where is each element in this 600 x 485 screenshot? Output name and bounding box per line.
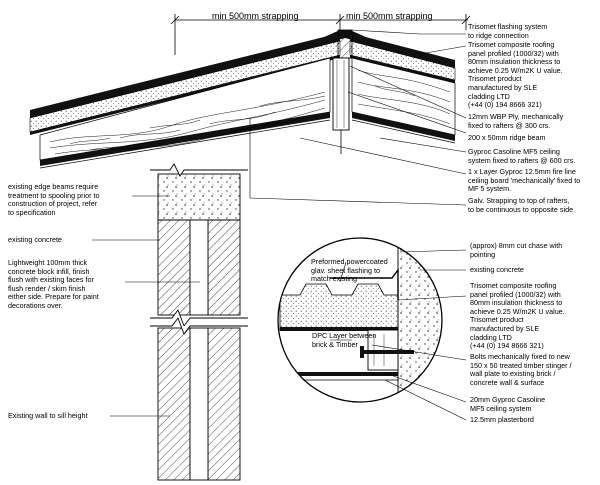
wbp-ply-note: 12mm WBP Ply, mechanically fixed to raft… xyxy=(468,112,564,130)
ceiling-system-note: Gyproc Casoline MF5 ceiling system fixed… xyxy=(468,147,576,165)
existing-concrete-note: existing concrete xyxy=(8,235,62,244)
block-infill-note: Lightweight 100mm thick concrete block i… xyxy=(8,258,99,310)
cut-chase-note: (approx) 8mm cut chase with pointing xyxy=(470,241,563,259)
detail-concrete-note: existing concrete xyxy=(470,265,524,274)
right-strapping-dimension: min 500mm strapping xyxy=(346,11,433,21)
left-strapping-dimension: min 500mm strapping xyxy=(212,11,299,21)
flashing-system-note: Trisomet flashing system to ridge connec… xyxy=(468,22,548,40)
ridge-beam-note: 200 x 50mm ridge beam xyxy=(468,133,546,142)
dpc-layer-note: DPC Layer between brick & Timber xyxy=(312,331,377,349)
powercoated-flashing-note: Preformed powercoated glav. sheet flashi… xyxy=(311,257,388,284)
composite-panel-note: Trisomet composite roofing panel profile… xyxy=(468,40,563,110)
fire-board-note: 1 x Layer Gyproc 12.5mm fire line ceilin… xyxy=(468,167,581,194)
edge-beams-note: existing edge beams require treatment to… xyxy=(8,182,100,217)
detail-panel-note: Trisomet composite roofing panel profile… xyxy=(470,281,565,351)
ceiling-casoline-note: 20mm Gyproc Casoline MF5 ceiling system xyxy=(470,395,546,413)
bolts-note: Bolts mechanically fixed to new 150 x 50… xyxy=(470,352,572,387)
roof-section xyxy=(29,29,467,206)
strapping-note: Galv. Strapping to top of rafters, to be… xyxy=(468,196,574,214)
existing-wall-note: Existing wall to sill height xyxy=(8,411,88,420)
detail-circle xyxy=(277,237,467,421)
dimension-line xyxy=(170,14,471,55)
wall-section xyxy=(92,163,248,481)
plasterboard-note: 12.5mm plasterbord xyxy=(470,415,534,424)
